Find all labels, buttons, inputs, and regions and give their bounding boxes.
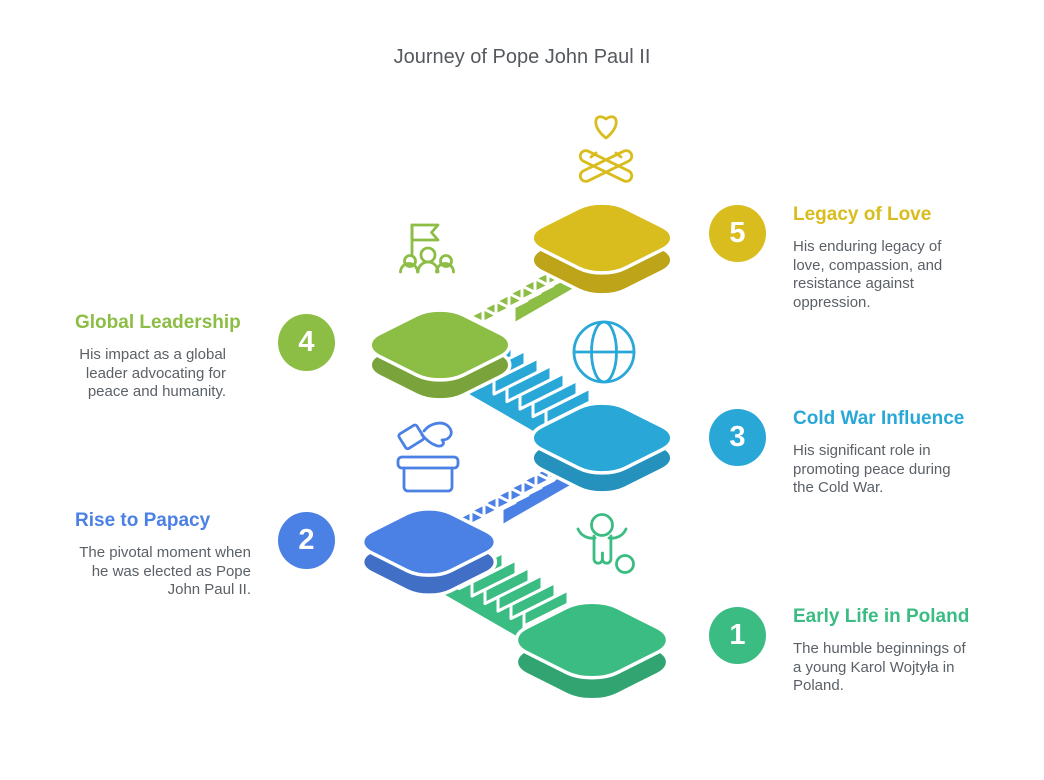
step-title: Cold War Influence: [793, 408, 965, 429]
platform-5: [519, 196, 686, 301]
step-block-5: Legacy of Love His enduring legacy of lo…: [793, 204, 973, 312]
step-number-badge-5: 5: [709, 205, 766, 262]
step-title: Early Life in Poland: [793, 606, 970, 627]
step-number-badge-1: 1: [709, 607, 766, 664]
step-description: His significant role in promoting peace …: [793, 442, 951, 496]
step-block-2: Rise to Papacy The pivotal moment when h…: [75, 510, 251, 600]
step-block-4: Global Leadership His impact as a global…: [75, 312, 241, 402]
step-title: Rise to Papacy: [75, 510, 211, 531]
step-number-badge-4: 4: [278, 314, 335, 371]
ballot-box-vote-icon: [396, 421, 460, 493]
step-number-badge-2: 2: [278, 512, 335, 569]
flag-team-icon: [399, 223, 455, 274]
step-block-1: Early Life in Poland The humble beginnin…: [793, 606, 971, 696]
step-title: Legacy of Love: [793, 204, 932, 225]
page-title: Journey of Pope John Paul II: [393, 46, 651, 68]
step-number-badge-3: 3: [709, 409, 766, 466]
child-with-ball-icon: [576, 513, 635, 574]
platform-3: [519, 396, 686, 499]
heart-hands-icon: [578, 115, 634, 183]
step-description: The humble beginnings of a young Karol W…: [793, 640, 966, 694]
step-description: The pivotal moment when he was elected a…: [79, 544, 251, 598]
platform-4: [357, 303, 524, 406]
step-block-3: Cold War Influence His significant role …: [793, 408, 973, 498]
platform-2: [350, 502, 508, 601]
step-description: His enduring legacy of love, compassion,…: [793, 238, 943, 311]
platform-1: [501, 595, 682, 708]
step-description: His impact as a global leader advocating…: [79, 346, 226, 400]
step-title: Global Leadership: [75, 312, 241, 333]
globe-icon: [572, 320, 636, 384]
